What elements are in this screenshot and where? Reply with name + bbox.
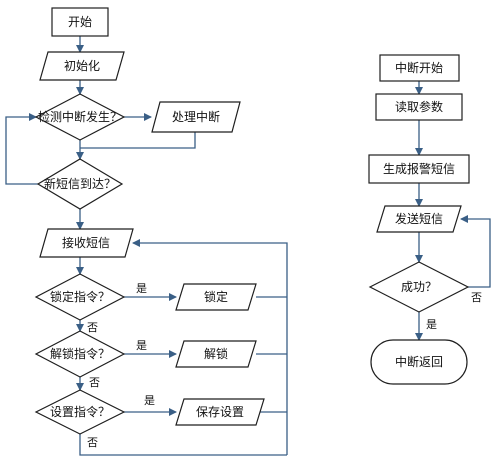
lock-label: 锁定 <box>204 289 228 304</box>
gen-alarm-box <box>368 154 470 184</box>
gen-alarm-label: 生成报警短信 <box>383 161 455 176</box>
start-box <box>51 7 109 37</box>
interrupt-return-label: 中断返回 <box>395 354 443 369</box>
init-label: 初始化 <box>64 59 100 73</box>
send-sms-label: 发送短信 <box>395 211 443 226</box>
interrupt-connectors <box>415 81 491 341</box>
interrupt-flowchart: 中断开始 读取参数 生成报警短信 发送短信 成功？ 中断返回 是 否 <box>368 54 482 385</box>
unlock-no-label: 否 <box>89 376 100 389</box>
new-sms-label: 新短信到达？ <box>44 176 116 191</box>
interrupt-start-label: 中断开始 <box>395 60 443 75</box>
read-params-label: 读取参数 <box>395 99 443 114</box>
lock-cmd-decision <box>34 273 126 321</box>
save-settings-label: 保存设置 <box>196 405 244 419</box>
connector-return-to-receive <box>132 239 288 455</box>
set-cmd-decision <box>34 389 126 435</box>
lock-cmd-label: 锁定指令？ <box>50 289 110 304</box>
set-no-label: 否 <box>87 436 98 449</box>
lock-no-label: 否 <box>87 321 98 334</box>
unlock-label: 解锁 <box>204 346 228 361</box>
connector-success-retry <box>460 215 491 288</box>
lock-box <box>175 283 257 311</box>
receive-sms-label: 接收短信 <box>62 235 110 250</box>
connector-set-no <box>79 434 287 456</box>
send-sms-box <box>376 205 462 233</box>
unlock-cmd-label: 解锁指令？ <box>50 346 110 361</box>
connector-handler-return <box>80 132 196 149</box>
receive-sms-box <box>39 228 134 258</box>
handle-interrupt-label: 处理中断 <box>172 109 220 124</box>
save-settings-box <box>175 398 265 426</box>
main-flowchart: 开始 初始化 检测中断发生？ 处理中断 新短信到达？ 接收短信 锁定指令？ 锁定… <box>34 7 265 449</box>
set-yes-label: 是 <box>144 394 155 407</box>
check-interrupt-label: 检测中断发生？ <box>38 109 122 124</box>
unlock-yes-label: 是 <box>136 339 147 352</box>
handle-interrupt-box <box>151 101 241 133</box>
init-box <box>39 51 125 81</box>
success-label: 成功？ <box>401 280 437 294</box>
success-yes-label: 是 <box>426 318 437 331</box>
unlock-cmd-decision <box>34 330 126 378</box>
interrupt-return-box <box>370 339 468 385</box>
start-label: 开始 <box>68 15 92 29</box>
interrupt-start-box <box>379 54 460 82</box>
connector-newsms-no-loop <box>5 113 38 185</box>
main-connectors <box>5 36 288 456</box>
success-no-label: 否 <box>471 291 482 304</box>
success-decision <box>368 261 470 313</box>
set-cmd-label: 设置指令？ <box>50 404 110 419</box>
lock-yes-label: 是 <box>136 282 147 295</box>
check-interrupt-decision <box>34 93 126 141</box>
read-params-box <box>375 93 463 121</box>
unlock-box <box>175 340 257 368</box>
new-sms-decision <box>36 158 124 210</box>
